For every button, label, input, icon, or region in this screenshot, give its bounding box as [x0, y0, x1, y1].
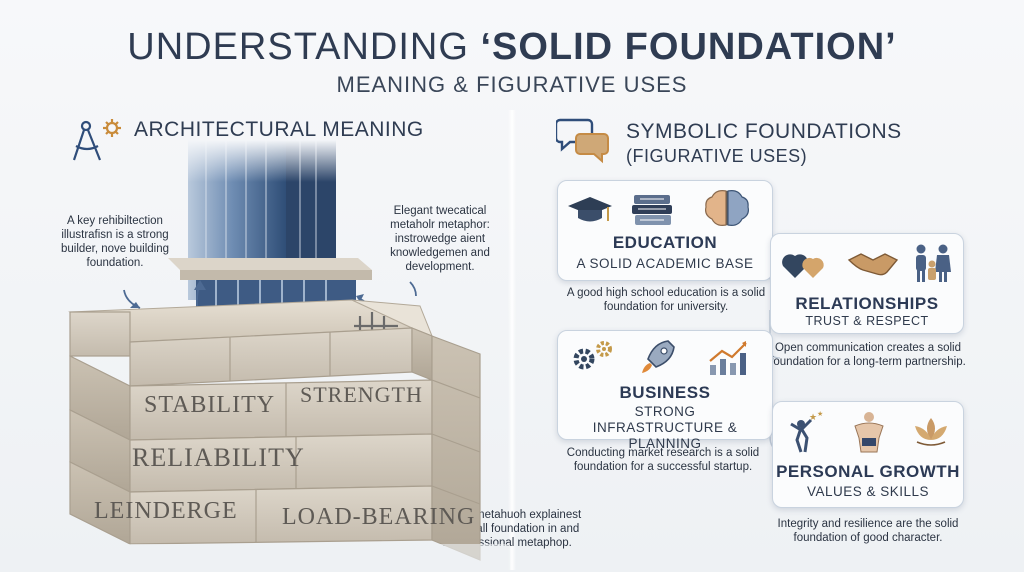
relationships-title: RELATIONSHIPS: [795, 294, 939, 313]
education-title: EDUCATION: [612, 233, 718, 252]
title-emphasis: ‘SOLID FOUNDATION’: [480, 26, 897, 68]
personal-growth-subtitle: VALUES & SKILLS: [806, 484, 930, 499]
card-relationships: RELATIONSHIPS TRUST & RESPECT: [770, 233, 964, 334]
family-icon: [911, 242, 953, 289]
business-subtitle: STRONG INFRASTRUCTURE & PLANNING: [592, 404, 738, 451]
brick-stability: STABILITY: [144, 392, 275, 418]
achiever-icon: ★★: [783, 410, 825, 459]
relationships-caption: Open communication creates a solid found…: [770, 342, 966, 368]
gears-icon: [568, 339, 614, 382]
architectural-heading: ARCHITECTURAL MEANING: [134, 118, 424, 141]
education-caption: A good high school education is a solid …: [566, 287, 766, 313]
card-education: EDUCATION A SOLID ACADEMIC BASE: [557, 180, 773, 281]
rocket-icon: [638, 337, 678, 382]
lotus-icon: [911, 414, 951, 453]
relationships-subtitle: TRUST & RESPECT: [805, 314, 929, 328]
brain-icon: [704, 187, 750, 234]
brick-load-bearing: LOAD-BEARING: [282, 504, 475, 530]
personal-growth-title: PERSONAL GROWTH: [776, 462, 960, 481]
business-title: BUSINESS: [619, 383, 711, 402]
symbolic-subheading: (FIGURATIVE USES): [626, 146, 808, 166]
svg-text:★: ★: [817, 410, 823, 418]
card-business: BUSINESS STRONG INFRASTRUCTURE & PLANNIN…: [557, 330, 773, 451]
symbolic-heading: SYMBOLIC FOUNDATIONS: [626, 120, 902, 143]
compass-gear-icon: [66, 116, 126, 166]
center-divider: [508, 110, 516, 570]
education-subtitle: A SOLID ACADEMIC BASE: [576, 256, 754, 271]
business-caption: Conducting market research is a solid fo…: [566, 447, 760, 473]
svg-text:★: ★: [809, 412, 817, 422]
graduation-cap-icon: [566, 193, 614, 234]
foundation-illustration: STABILITY STRENGTH RELIABILITY LEINDERGE…: [60, 140, 510, 572]
hearts-icon: [779, 244, 829, 287]
brick-reliability: RELIABILITY: [132, 443, 305, 472]
growth-chart-icon: [706, 339, 750, 382]
card-personal-growth: ★★ PERSONAL GROWTH VALUES & SKILLS: [772, 401, 964, 508]
personal-growth-caption: Integrity and resilience are the solid f…: [777, 518, 959, 544]
brick-leinderge: LEINDERGE: [94, 498, 238, 524]
books-icon: [630, 191, 676, 234]
note-right: Elegant twecatical metaholr metaphor: in…: [390, 205, 490, 273]
page-subtitle: MEANING & FIGURATIVE USES: [336, 72, 688, 97]
handshake-icon: [847, 246, 899, 285]
page-title: UNDERSTANDING ‘SOLID FOUNDATION’: [127, 26, 897, 68]
strong-figure-icon: [851, 410, 887, 459]
speech-bubbles-icon: [554, 114, 612, 166]
note-left: A key rehibiltection illustrafisn is a s…: [60, 215, 170, 269]
brick-strength: STRENGTH: [300, 382, 423, 407]
